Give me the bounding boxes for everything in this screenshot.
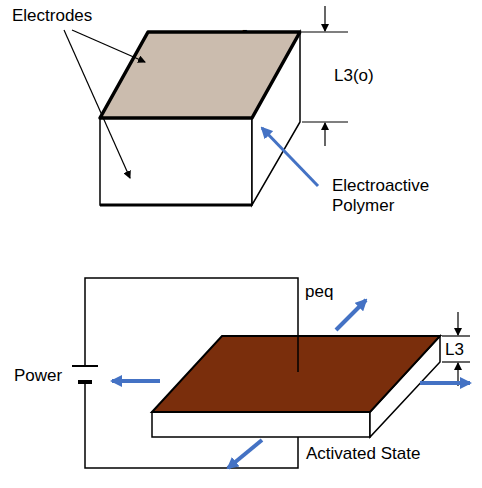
expansion-arrows [112, 300, 470, 468]
pointer-arrow [262, 128, 318, 186]
leader-line [72, 30, 145, 62]
dimension-label: L3(o) [334, 66, 374, 86]
part-label: Electrodes [12, 6, 92, 26]
stray-mark: - [242, 20, 248, 40]
thickness-dimension [442, 312, 470, 386]
polymer-block [100, 32, 300, 205]
state-label: Activated State [306, 444, 420, 464]
activated-plate [152, 336, 440, 437]
leader-line [64, 30, 130, 178]
dimension-label: L3 [445, 340, 464, 360]
part-label: Power [14, 366, 62, 386]
part-label: Electroactive Polymer [332, 176, 442, 217]
pressure-label: peq [305, 282, 333, 302]
battery-symbol [72, 366, 98, 382]
